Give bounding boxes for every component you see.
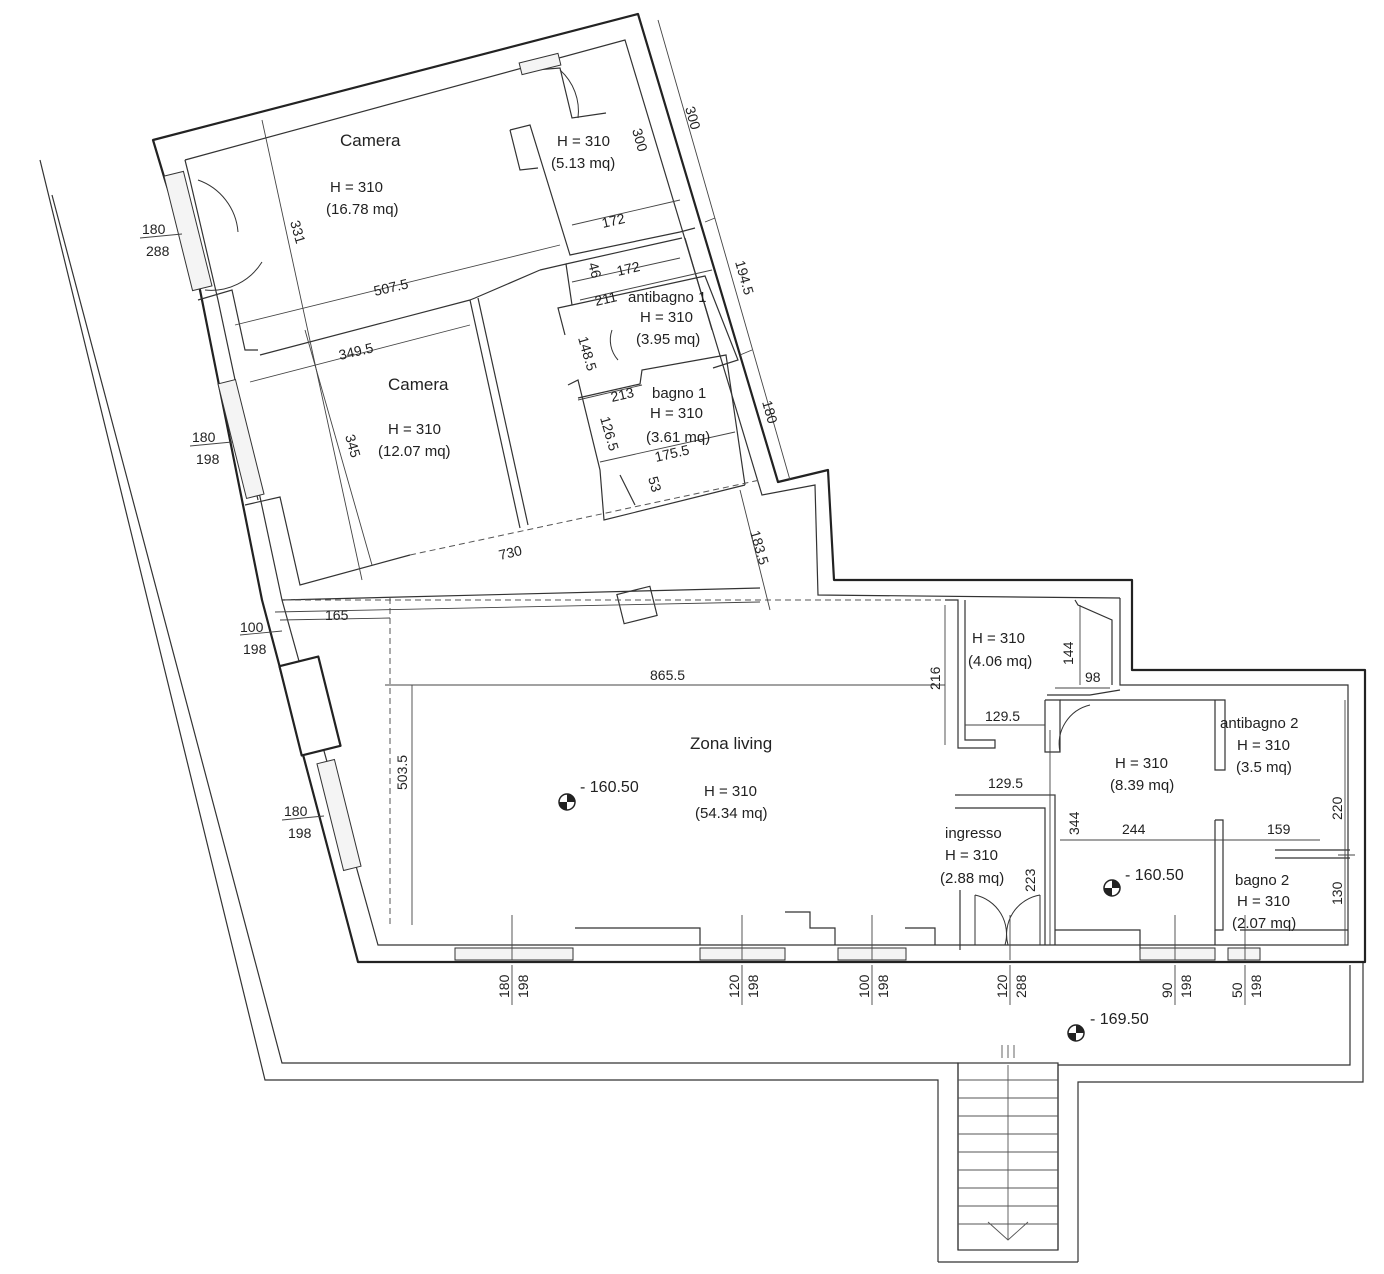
dim-244: 244 [1122,821,1146,837]
dim-220: 220 [1329,796,1345,820]
opening-s4-a: 120 [994,974,1010,998]
dim-223: 223 [1022,868,1038,892]
room-camera2-name: Camera [388,375,449,394]
dim-331: 331 [287,218,309,245]
room-closet-area: (5.13 mq) [551,155,615,172]
room-living-name: Zona living [690,734,772,753]
dim-211: 211 [593,288,619,309]
opening-w4-bottom: 198 [288,825,312,841]
dim-172a: 172 [600,210,627,231]
room-camera1-height: H = 310 [330,179,383,196]
dim-345: 345 [342,432,364,459]
dim-344: 344 [1066,811,1082,835]
room-camera1-name: Camera [340,131,401,150]
dim-1295b: 129.5 [988,775,1023,791]
opening-w3-bottom: 198 [243,641,267,657]
dim-130: 130 [1329,881,1345,905]
room-antibagno1-name: antibagno 1 [628,289,706,306]
room-living-height: H = 310 [704,783,757,800]
room-bagno2-height: H = 310 [1237,893,1290,910]
dim-213: 213 [609,384,636,405]
level-living: - 160.50 [580,779,639,796]
room-bagno2-name: bagno 2 [1235,872,1289,889]
dim-53: 53 [645,474,665,494]
opening-s5-b: 198 [1178,974,1194,998]
room-camera2-height: H = 310 [388,421,441,438]
dim-159: 159 [1267,821,1291,837]
doors [197,69,1091,946]
room-storage-area: (4.06 mq) [968,653,1032,670]
dim-730: 730 [497,542,524,563]
opening-w4-top: 180 [284,803,308,819]
opening-w1-top: 180 [142,221,166,237]
dim-1295a: 129.5 [985,708,1020,724]
room-ingresso-name: ingresso [945,825,1002,842]
dim-144: 144 [1060,641,1076,665]
dimension-lines [139,19,1355,1005]
room-camera2-area: (12.07 mq) [378,443,451,460]
room-antibagno2-height: H = 310 [1237,737,1290,754]
opening-w3-top: 100 [240,619,264,635]
opening-w1-bottom: 288 [146,243,170,259]
room-closet-height: H = 310 [557,133,610,150]
entrance-stair [957,1045,1059,1251]
dim-172b: 172 [615,258,642,279]
opening-s2-b: 198 [745,974,761,998]
room-camera1-area: (16.78 mq) [326,201,399,218]
room-antibagno1-area: (3.95 mq) [636,331,700,348]
room-bagno1-height: H = 310 [650,405,703,422]
dim-5075: 507.5 [372,275,410,299]
opening-s3-a: 100 [856,974,872,998]
room-living-area: (54.34 mq) [695,805,768,822]
room-antibagno1-height: H = 310 [640,309,693,326]
room-storage-height: H = 310 [972,630,1025,647]
level-marker-room [1103,879,1121,897]
room-839-area: (8.39 mq) [1110,777,1174,794]
opening-labels: 180 288 180 198 100 198 180 198 180 198 … [142,221,1264,998]
dim-300a: 300 [629,126,651,153]
room-bagno1-name: bagno 1 [652,385,706,402]
opening-s6-a: 50 [1229,982,1245,998]
room-ingresso-height: H = 310 [945,847,998,864]
opening-s2-a: 120 [726,974,742,998]
opening-s1-a: 180 [496,974,512,998]
dim-180r: 180 [759,398,781,425]
room-labels: Camera H = 310 (16.78 mq) H = 310 (5.13 … [326,131,1298,932]
room-antibagno2-area: (3.5 mq) [1236,759,1292,776]
room-839-height: H = 310 [1115,755,1168,772]
opening-s1-b: 198 [515,974,531,998]
level-room: - 160.50 [1125,867,1184,884]
dim-300b: 300 [682,104,704,131]
dim-3495: 349.5 [337,339,375,363]
opening-s6-b: 198 [1248,974,1264,998]
dim-165: 165 [325,607,349,623]
dim-216: 216 [927,666,943,690]
level-marker-exterior [1067,1024,1085,1042]
dim-46: 46 [585,260,605,280]
room-antibagno2-name: antibagno 2 [1220,715,1298,732]
dim-5035: 503.5 [394,755,410,790]
level-labels: - 160.50 - 160.50 - 169.50 [580,779,1184,1028]
level-marker-living [558,793,576,811]
opening-w2-top: 180 [192,429,216,445]
level-exterior: - 169.50 [1090,1011,1149,1028]
dim-1755: 175.5 [653,441,691,465]
room-bagno1-area: (3.61 mq) [646,429,710,446]
windows [163,52,1261,961]
opening-s4-b: 288 [1013,974,1029,998]
room-ingresso-area: (2.88 mq) [940,870,1004,887]
level-markers [558,793,1121,1042]
opening-s3-b: 198 [875,974,891,998]
opening-w2-bottom: 198 [196,451,220,467]
opening-s5-a: 90 [1159,982,1175,998]
dim-8655: 865.5 [650,667,685,683]
room-bagno2-area: (2.07 mq) [1232,915,1296,932]
dim-98: 98 [1085,669,1101,685]
